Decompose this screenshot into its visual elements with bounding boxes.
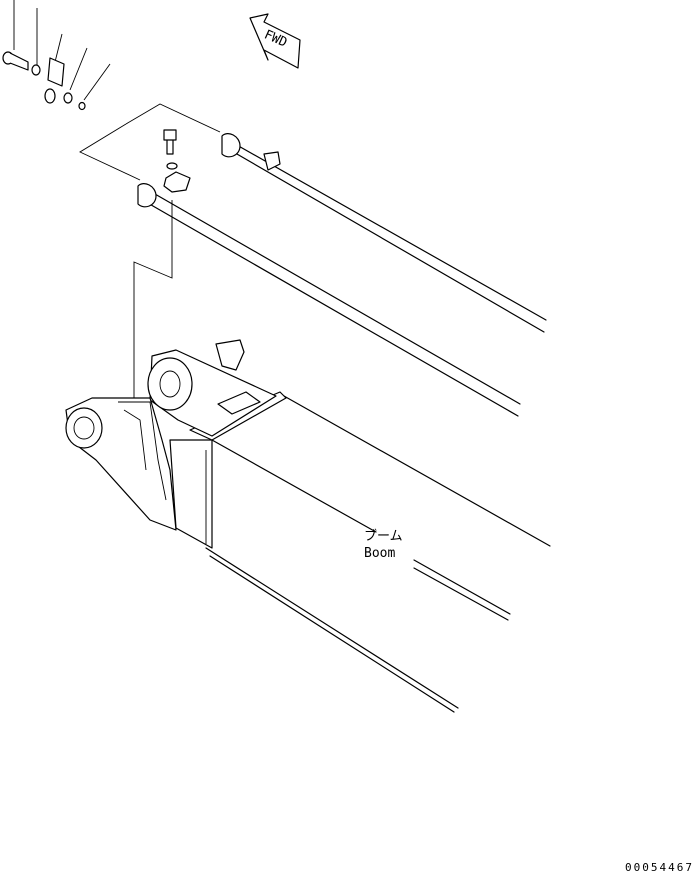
ring-icon <box>63 92 73 104</box>
drawing-number: 00054467 <box>625 861 694 874</box>
bolt-icon <box>2 51 29 71</box>
clamp-icon <box>44 88 56 104</box>
hardware-callouts <box>2 0 111 111</box>
upper-hose <box>221 133 547 333</box>
lower-hose <box>137 183 521 417</box>
boom <box>65 339 551 713</box>
washer-icon <box>31 64 41 76</box>
fwd-arrow: FWD <box>249 13 301 69</box>
leader-lines <box>79 103 221 420</box>
clamp-hardware <box>163 129 191 193</box>
clamp-bolt-icon <box>163 129 177 155</box>
boom-label-japanese: ブーム <box>364 528 403 544</box>
clip-plate-icon <box>47 57 65 87</box>
clamp-washer-icon <box>166 162 178 170</box>
boom-label: ブーム Boom <box>364 528 403 561</box>
o-ring-icon <box>78 101 86 111</box>
boom-label-english: Boom <box>364 546 395 561</box>
pipe-clamp-icon <box>163 171 191 193</box>
